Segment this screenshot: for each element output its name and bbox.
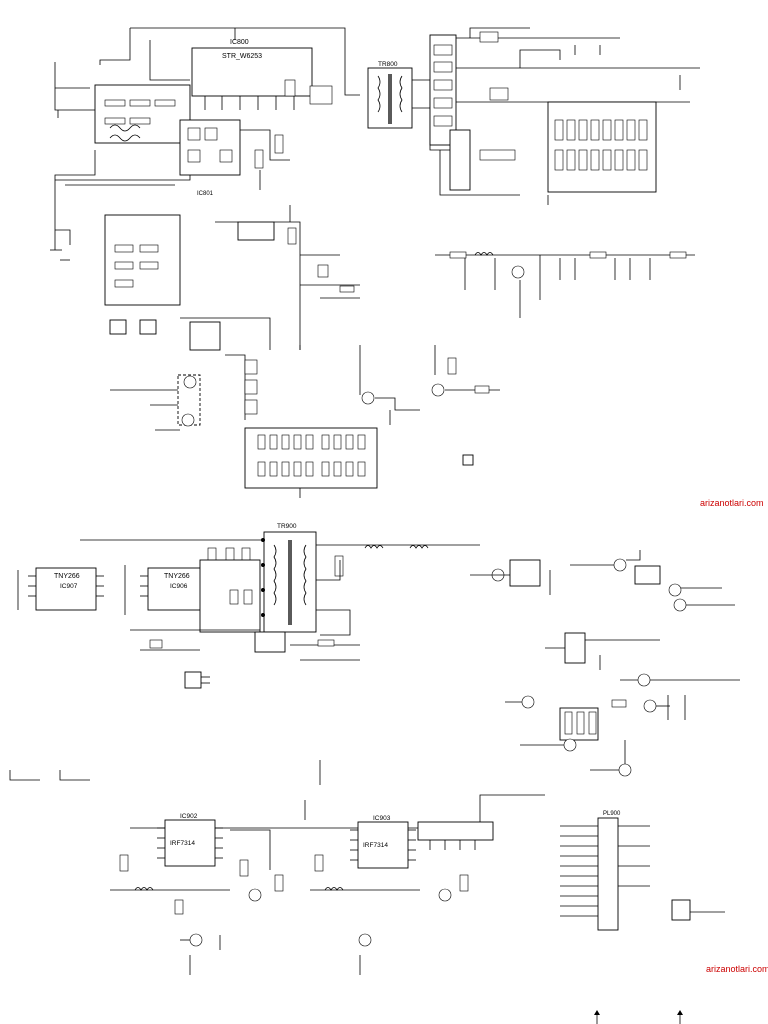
pl900-ref: PL900 xyxy=(603,811,621,817)
ic903-part: IRF7314 xyxy=(363,842,388,849)
ground-symbols xyxy=(9,760,321,785)
tr800-ref: TR800 xyxy=(378,61,398,68)
watermark-top: arizanotlari.com xyxy=(700,498,764,508)
ic903-ref: IC903 xyxy=(373,815,391,822)
ic801-ref: IC801 xyxy=(197,191,214,197)
standby-section: TNY266 IC907 TNY266 IC906 TR900 xyxy=(17,523,740,777)
bottom-arrows xyxy=(594,1010,683,1024)
tr900-body xyxy=(263,531,317,633)
ic906-ref: IC906 xyxy=(170,583,188,590)
ic902-body xyxy=(164,819,216,867)
pl900-connector: PL900 xyxy=(560,811,725,931)
tr800-body xyxy=(367,67,413,129)
ic907-body xyxy=(35,567,97,611)
ic902-ref: IC902 xyxy=(180,813,198,820)
watermark-bottom: arizanotlari.com xyxy=(706,964,768,974)
tr900-ref: TR900 xyxy=(277,523,297,530)
ic903-body xyxy=(357,821,409,869)
ic800-part: STR_W6253 xyxy=(222,53,262,60)
ic906-body xyxy=(147,567,209,611)
ic907-ref: IC907 xyxy=(60,583,78,590)
ic906-part: TNY266 xyxy=(164,573,190,580)
ic907-part: TNY266 xyxy=(54,573,80,580)
driver-section: IC902 IRF7314 IC903 IRF7314 xyxy=(110,794,545,975)
main-psu-section: IC800 STR_W6253 IC801 TR800 xyxy=(50,27,700,498)
ic800-ref: IC800 xyxy=(230,39,249,46)
ic902-part: IRF7314 xyxy=(170,840,195,847)
